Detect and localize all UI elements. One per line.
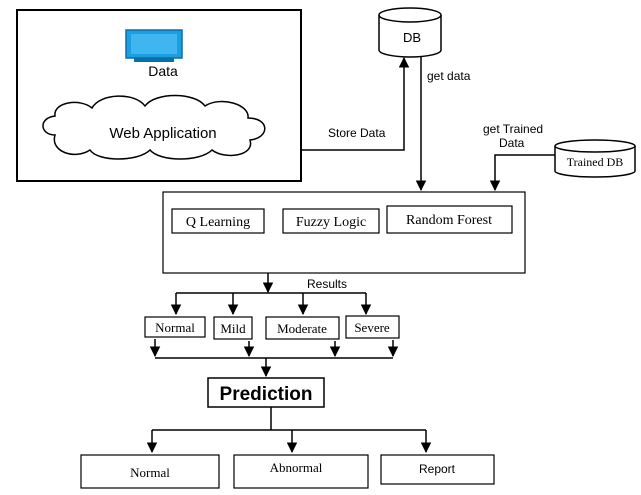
severity-moderate-label: Moderate xyxy=(277,321,327,336)
store-data-arrow xyxy=(301,56,410,151)
severity-normal-label: Normal xyxy=(155,320,195,335)
get-trained-data-arrow xyxy=(489,154,555,192)
output-normal-label: Normal xyxy=(130,465,170,480)
data-label: Data xyxy=(148,63,178,79)
output-abnormal-box xyxy=(233,454,369,489)
get-data-label: get data xyxy=(427,69,471,83)
q-learning-label: Q Learning xyxy=(186,215,250,230)
db-cylinder-icon xyxy=(378,7,442,58)
q-learning-box xyxy=(171,208,265,234)
fuzzy-logic-box xyxy=(282,208,380,234)
store-data-label: Store Data xyxy=(328,126,386,140)
severity-mild-label: Mild xyxy=(220,321,246,336)
severity-mild-box xyxy=(213,316,253,340)
severity-severe-label: Severe xyxy=(354,320,390,335)
output-report-box xyxy=(380,454,495,485)
results-label: Results xyxy=(307,277,347,291)
monitor-icon xyxy=(125,29,183,62)
output-abnormal-label: Abnormal xyxy=(270,460,323,475)
severity-moderate-box xyxy=(265,316,340,340)
trained-db-label: Trained DB xyxy=(567,155,624,169)
severity-severe-box xyxy=(345,315,400,339)
severity-normal-box xyxy=(144,316,206,338)
output-report-label: Report xyxy=(419,462,456,476)
random-forest-box xyxy=(386,205,513,234)
get-trained-data-label-line1: get Trained xyxy=(483,122,543,136)
trained-db-cylinder-icon xyxy=(554,139,636,178)
random-forest-label: Random Forest xyxy=(406,213,492,228)
output-normal-box xyxy=(80,454,220,489)
fuzzy-logic-label: Fuzzy Logic xyxy=(296,215,366,230)
get-trained-data-label-line2: Data xyxy=(499,136,525,150)
web-application-label: Web Application xyxy=(109,125,216,142)
web-application-cloud-icon xyxy=(42,94,266,160)
db-label: DB xyxy=(403,30,421,45)
prediction-box xyxy=(207,377,325,408)
prediction-label: Prediction xyxy=(220,384,313,405)
